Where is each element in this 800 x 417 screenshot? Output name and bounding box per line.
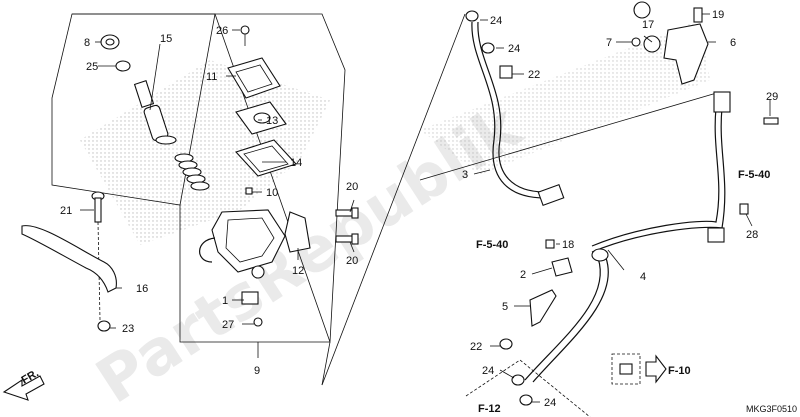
label-2: 2: [520, 269, 526, 281]
label-25: 25: [86, 61, 98, 73]
label-13: 13: [266, 115, 278, 127]
part-6-bracket: [631, 1, 709, 85]
label-3: 3: [462, 169, 468, 181]
ref-f5-40-left: F-5-40: [476, 239, 508, 251]
label-28: 28: [746, 229, 758, 241]
label-22a: 22: [528, 69, 540, 81]
label-29: 29: [766, 91, 778, 103]
label-24c: 24: [482, 365, 494, 377]
ref-f12: F-12: [478, 403, 501, 415]
label-9: 9: [254, 365, 260, 377]
label-20b: 20: [346, 255, 358, 267]
label-5: 5: [502, 301, 508, 313]
label-1: 1: [222, 295, 228, 307]
label-18: 18: [562, 239, 574, 251]
f10-arrow: [645, 354, 667, 384]
label-6: 6: [730, 37, 736, 49]
diagram-code: MKG3F0510: [746, 404, 797, 414]
label-8: 8: [84, 37, 90, 49]
f10-box: [611, 353, 641, 385]
part-29-bolt: [763, 117, 779, 125]
part-27-screw: [253, 317, 263, 327]
label-4: 4: [640, 271, 646, 283]
part-23-nut: [97, 320, 111, 332]
hose-3: [471, 21, 546, 199]
label-24d: 24: [544, 397, 556, 409]
part-8-cap: [100, 34, 120, 50]
leader-lines: [80, 13, 771, 403]
label-27: 27: [222, 319, 234, 331]
part-labels: 8 25 15 26 11 13 14 10 20 20 12 1 27 9 2…: [60, 9, 778, 409]
label-26: 26: [216, 25, 228, 37]
label-21: 21: [60, 205, 72, 217]
label-24b: 24: [508, 43, 520, 55]
part-25-circlip: [115, 60, 131, 72]
hose-4: [591, 107, 726, 253]
part-5-bracket: [529, 289, 557, 327]
part-21-pivot-bolt: [91, 191, 105, 321]
part-11-reservoir-cap: [227, 57, 281, 99]
part-18-bolt: [545, 239, 555, 249]
label-20a: 20: [346, 181, 358, 193]
label-16: 16: [136, 283, 148, 295]
part-14-diaphragm: [235, 139, 297, 177]
part-20-bolts: [335, 207, 359, 245]
dotted-area-2: [420, 20, 710, 175]
part-22-bolt-top: [499, 65, 513, 79]
part-26-screw: [240, 25, 250, 46]
part-1-switch: [241, 291, 259, 305]
label-12: 12: [292, 265, 304, 277]
label-22b: 22: [470, 341, 482, 353]
ref-f10: F-10: [668, 365, 691, 377]
part-2-clamp: [551, 257, 573, 277]
reference-labels: F-5-40 F-5-40 F-10 F-12 FR. MKG3F0510: [20, 169, 798, 415]
label-7: 7: [606, 37, 612, 49]
label-17: 17: [642, 19, 654, 31]
ref-f5-40-right: F-5-40: [738, 169, 770, 181]
label-10: 10: [266, 187, 278, 199]
f12-outline: [465, 359, 591, 417]
fr-arrow: [2, 375, 45, 401]
part-15-piston: [133, 80, 210, 191]
label-15: 15: [160, 33, 172, 45]
part-12-bracket: [284, 211, 311, 253]
label-23: 23: [122, 323, 134, 335]
label-11: 11: [206, 71, 217, 83]
label-24a: 24: [490, 15, 502, 27]
kit-box: [51, 13, 216, 206]
master-cylinder-body: [199, 209, 286, 279]
part-16-lever: [21, 225, 117, 293]
assembly-box: [179, 13, 346, 343]
part-28-bolt: [739, 203, 749, 215]
label-19: 19: [712, 9, 724, 21]
label-14: 14: [290, 157, 302, 169]
part-10: [245, 187, 253, 195]
